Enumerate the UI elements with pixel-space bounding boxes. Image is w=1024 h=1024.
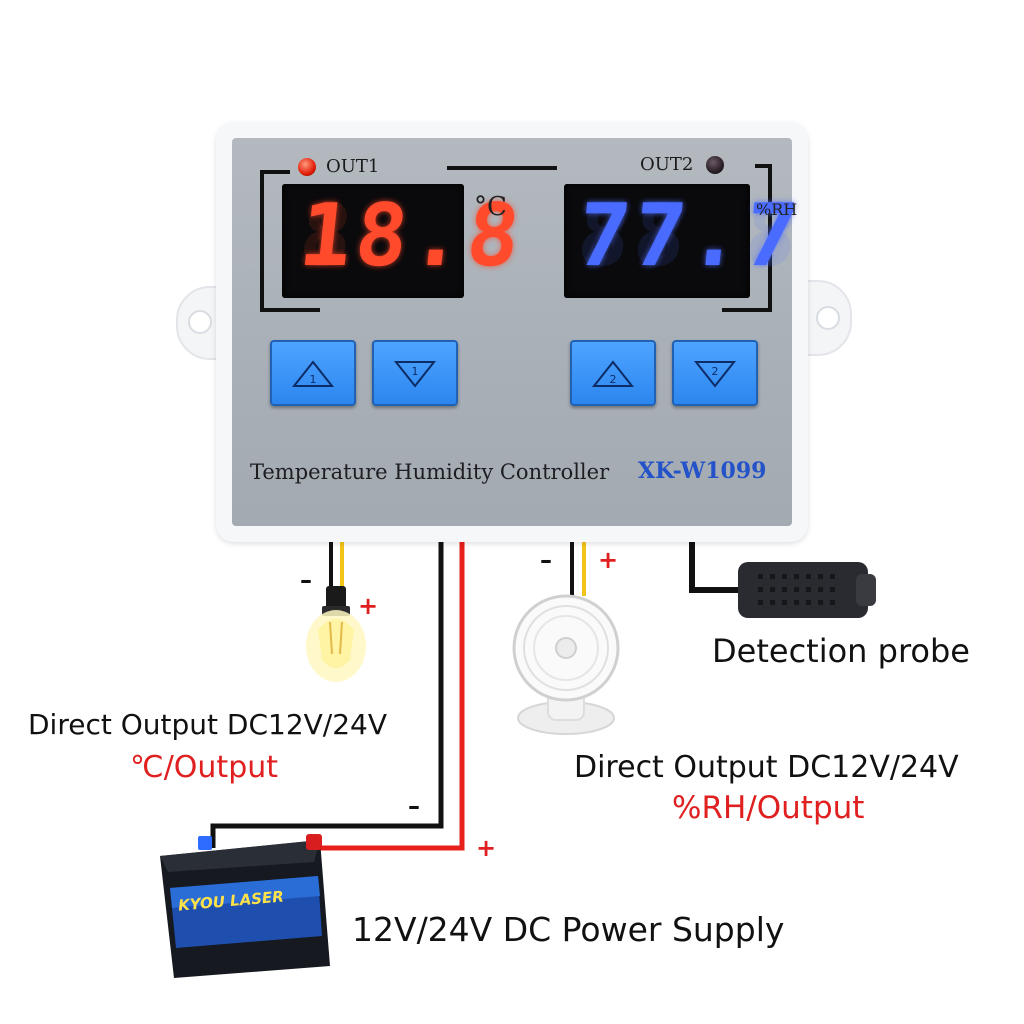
- triangle-up-icon: 2: [591, 360, 635, 387]
- left-output-unit-label: ℃/Output: [130, 750, 279, 785]
- power-plus-sign: +: [476, 834, 497, 862]
- right-output-unit-label: %RH/Output: [672, 790, 865, 826]
- battery-icon: [160, 834, 330, 978]
- hum-down-button[interactable]: 2: [672, 340, 758, 406]
- out1-led-icon: [298, 158, 316, 176]
- triangle-up-icon: 1: [291, 360, 335, 387]
- hum-up-glyph: 2: [610, 373, 617, 386]
- fan-plus-sign: +: [598, 546, 619, 574]
- left-mount-hole: [188, 310, 212, 334]
- probe-label: Detection probe: [712, 632, 970, 670]
- controller-title: Temperature Humidity Controller: [250, 460, 610, 484]
- power-minus-sign: –: [408, 792, 420, 820]
- triangle-down-icon: 2: [693, 361, 737, 388]
- humidity-display: [564, 184, 750, 298]
- fan-minus-sign: –: [540, 546, 552, 574]
- humidity-unit: %RH: [756, 200, 798, 219]
- right-mount-hole: [816, 306, 840, 330]
- bulb-plus-sign: +: [358, 592, 379, 620]
- out2-label: OUT2: [640, 154, 694, 175]
- temp-up-glyph: 1: [310, 373, 317, 386]
- bulb-minus-sign: –: [300, 566, 312, 594]
- temperature-unit: °C: [474, 192, 507, 222]
- power-black-wire: [210, 540, 444, 848]
- light-bulb-icon: [306, 586, 366, 682]
- temperature-display: [282, 184, 464, 298]
- hum-down-glyph: 2: [712, 365, 719, 378]
- power-supply-label: 12V/24V DC Power Supply: [352, 910, 785, 949]
- out2-led-icon: [706, 156, 724, 174]
- temp-down-button[interactable]: 1: [372, 340, 458, 406]
- humidity-probe-icon: [738, 562, 876, 618]
- probe-cable: [689, 540, 740, 593]
- left-output-label: Direct Output DC12V/24V: [28, 708, 388, 741]
- temp-up-button[interactable]: 1: [270, 340, 356, 406]
- right-output-label: Direct Output DC12V/24V: [574, 750, 959, 785]
- model-number: XK-W1099: [638, 458, 767, 484]
- out1-label: OUT1: [326, 156, 380, 177]
- triangle-down-icon: 1: [393, 361, 437, 388]
- humidity-value: 77.7: [572, 186, 807, 286]
- power-red-wire: [318, 540, 465, 851]
- hum-up-button[interactable]: 2: [570, 340, 656, 406]
- temp-down-glyph: 1: [412, 365, 419, 378]
- desk-fan-icon: [512, 594, 620, 735]
- temperature-value: 18.8: [294, 186, 529, 286]
